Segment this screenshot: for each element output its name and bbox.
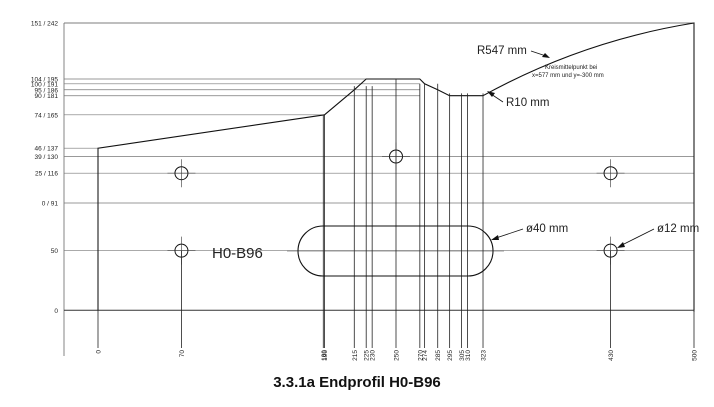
figure-caption: 3.3.1a Endprofil H0-B96 (273, 374, 441, 391)
x-tick-label-9: 274 (422, 350, 429, 361)
x-tick-label-7: 250 (394, 350, 401, 361)
level-label-1: 104 / 195 (31, 77, 58, 84)
profile-label: H0-B96 (212, 245, 263, 262)
x-tick-label-12: 305 (459, 350, 466, 361)
x-tick-label-8: 270 (417, 350, 424, 361)
center-point-line2: x=577 mm und y=-300 mm (532, 73, 604, 79)
x-tick-label-1: 70 (179, 350, 186, 358)
radius-small-label: R10 mm (506, 97, 549, 109)
slot-diameter-leader (495, 228, 524, 239)
x-tick-label-11: 295 (447, 350, 454, 361)
x-tick-label-3: 190 (322, 350, 329, 361)
level-label-10: 50 (51, 248, 59, 255)
level-label-7: 39 / 130 (35, 154, 59, 161)
x-tick-label-0: 0 (96, 350, 103, 354)
x-tick-label-15: 430 (608, 350, 615, 361)
x-tick-label-14: 323 (481, 350, 488, 361)
x-tick-label-4: 215 (352, 350, 359, 361)
x-tick-label-5: 225 (364, 350, 371, 361)
x-tick-label-10: 285 (435, 350, 442, 361)
radius-large-arrow (542, 53, 550, 58)
slot-diameter-label: ø40 mm (526, 223, 568, 235)
x-tick-label-16: 500 (692, 350, 699, 361)
level-label-11: 0 (54, 308, 58, 315)
x-tick-label-6: 230 (370, 350, 377, 361)
level-label-4: 90 / 181 (35, 93, 59, 100)
slot-diameter-arrow (491, 235, 499, 240)
level-label-0: 151 / 242 (31, 21, 58, 28)
x-tick-label-13: 310 (465, 350, 472, 361)
level-label-9: 0 / 91 (42, 201, 59, 208)
x-tick-label-2: 189 (321, 350, 328, 361)
level-label-8: 25 / 116 (35, 171, 58, 178)
profile-path (97, 22, 695, 311)
profile-outline (97, 22, 695, 311)
level-label-2: 100 / 191 (31, 81, 58, 88)
radius-large-label: R547 mm (477, 45, 527, 57)
level-label-3: 95 / 186 (35, 87, 59, 94)
center-point-line1: Kreismittelpunkt bei (545, 65, 597, 71)
hole-diameter-leader (621, 228, 655, 246)
radius-small-arrow (487, 91, 495, 97)
holes-group (167, 142, 625, 265)
hole-diameter-arrow (617, 242, 625, 248)
level-label-6: 46 / 137 (35, 146, 59, 153)
level-label-5: 74 / 165 (35, 112, 59, 119)
hole-diameter-label: ø12 mm (657, 223, 699, 235)
